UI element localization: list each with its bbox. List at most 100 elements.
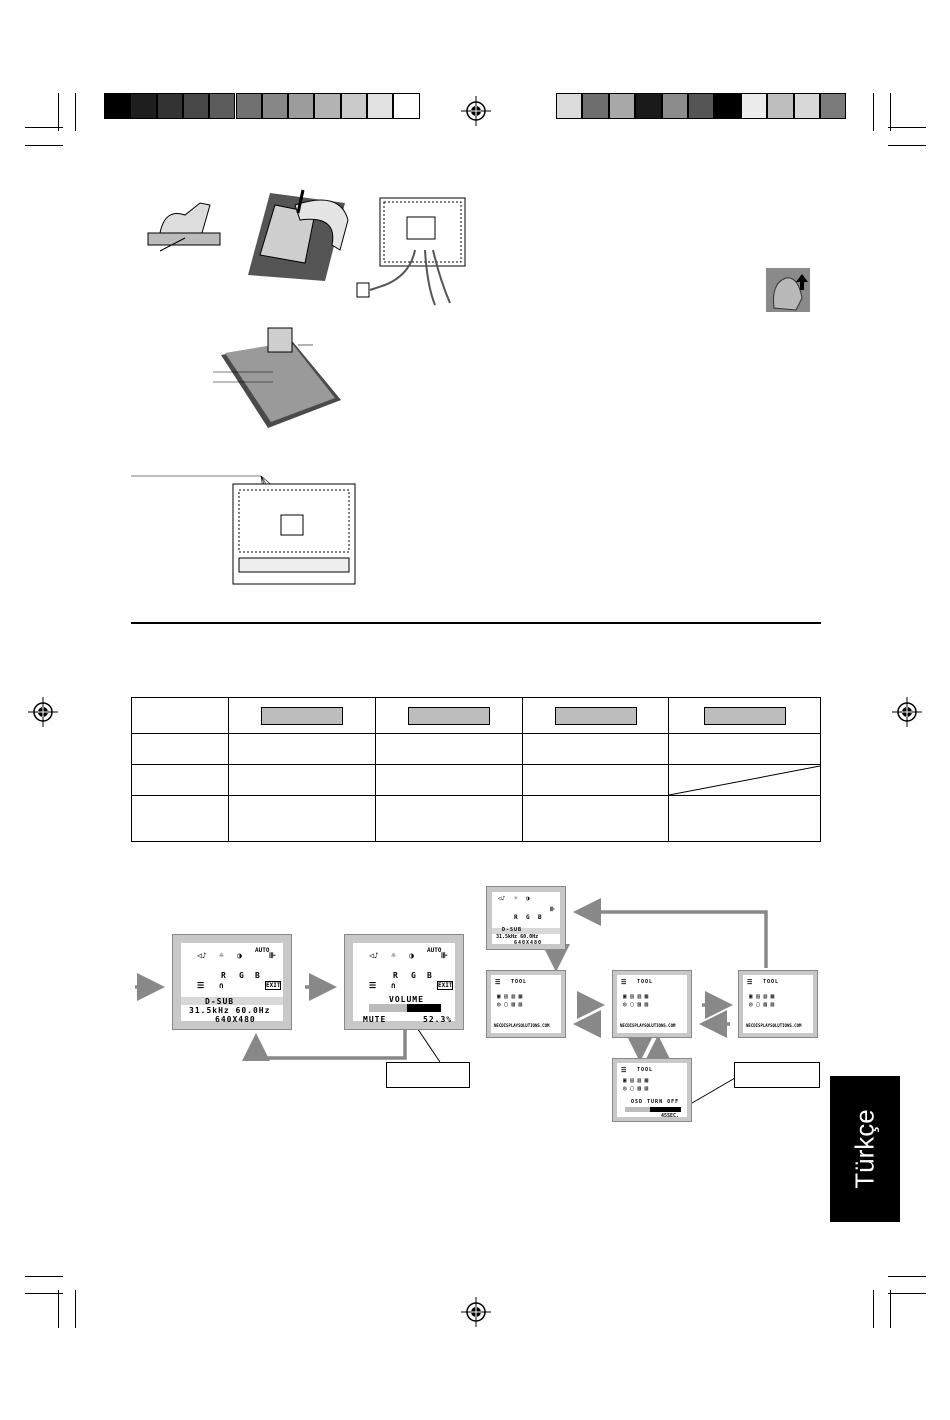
table-cell — [130, 795, 230, 842]
osd-frequency: 31.5kHz 60.0Hz — [189, 1006, 271, 1015]
crop-mark — [888, 1276, 926, 1277]
volume-slider — [369, 1004, 441, 1012]
osd-volume-value: 52.3% — [423, 1015, 453, 1024]
tool-options-icons: ◎ ▢ ▧ ▨ — [623, 1085, 649, 1092]
monitor-rear-cable-illustration — [356, 197, 466, 306]
contrast-icon: ◑ — [237, 951, 242, 960]
osd-volume-title: VOLUME — [389, 995, 424, 1004]
rgb-b-label: B — [427, 971, 432, 980]
color-swatch — [582, 93, 609, 119]
speaker-icon: ◁♪ — [369, 951, 379, 960]
tool-icon: ☰ — [495, 979, 501, 986]
color-swatch — [635, 93, 662, 119]
color-swatch — [767, 93, 794, 119]
tool-icon: ☰ — [369, 981, 377, 990]
rgb-g-label: G — [411, 971, 416, 980]
osd-turnoff-callout-box — [734, 1062, 820, 1088]
language-tab-label: Türkçe — [849, 1109, 880, 1189]
crop-mark — [873, 93, 874, 131]
crop-mark — [890, 1290, 891, 1328]
tool-icon: ☰ — [621, 1067, 627, 1074]
osd-turnoff-slider — [625, 1107, 681, 1112]
stand-removal-illustration — [248, 189, 349, 281]
registration-mark-icon — [461, 96, 491, 126]
speaker-icon: ◁♪ — [498, 895, 506, 902]
color-swatch — [661, 93, 688, 119]
diagonal-strike — [669, 765, 821, 796]
rgb-g-label: G — [239, 971, 244, 980]
brightness-icon: ☼ — [219, 951, 224, 960]
color-swatch — [104, 93, 131, 119]
position-icon: ⊪ — [441, 951, 448, 960]
rgb-g-label: G — [526, 914, 530, 921]
color-swatch — [793, 93, 820, 119]
control-button — [261, 706, 344, 725]
tool-icon: ☰ — [621, 979, 627, 986]
table-cell — [228, 733, 377, 765]
brightness-icon: ☼ — [391, 951, 396, 960]
table-cell — [668, 795, 821, 842]
crop-mark — [888, 145, 926, 146]
crop-mark — [25, 127, 63, 128]
rgb-r-label: R — [393, 971, 398, 980]
color-swatch — [556, 93, 583, 119]
rgb-r-label: R — [221, 971, 226, 980]
control-button — [407, 706, 490, 725]
osd-tool-title: TOOL — [511, 979, 528, 985]
headphone-icon: ∩ — [391, 981, 396, 990]
osd-turnoff-label: OSD TURN OFF — [631, 1099, 680, 1105]
color-swatch — [314, 93, 341, 119]
color-swatch — [740, 93, 768, 119]
crop-mark — [58, 1290, 59, 1328]
osd-tool-title: TOOL — [637, 979, 654, 985]
osd-tool-title: TOOL — [763, 979, 780, 985]
registration-mark-icon — [892, 697, 922, 727]
color-swatch — [820, 93, 847, 119]
crop-mark — [75, 93, 76, 131]
osd-turnoff-screen: ☰ TOOL ▣ ▤ ▥ ▦ ◎ ▢ ▧ ▨ OSD TURN OFF 45SE… — [612, 1058, 692, 1122]
auto-icon: AUTO — [255, 947, 270, 954]
crop-mark — [890, 93, 891, 131]
tool-options-icons: ▣ ▤ ▥ ▦ — [749, 993, 775, 1000]
language-tab: Türkçe — [830, 1076, 900, 1222]
exit-icon: EXIT — [265, 981, 282, 990]
osd-tool-screen-2: ☰ TOOL ▣ ▤ ▥ ▦ ◎ ▢ ▧ ▨ NECDISPLAYSOLUTIO… — [612, 970, 692, 1038]
osd-tool-screen-1: ☰ TOOL ▣ ▤ ▥ ▦ ◎ ▢ ▧ ▨ NECDISPLAYSOLUTIO… — [486, 970, 566, 1038]
rgb-r-label: R — [514, 914, 518, 921]
table-cell — [668, 697, 821, 734]
tool-options-icons: ▣ ▤ ▥ ▦ — [623, 1077, 649, 1084]
crop-mark — [75, 1290, 76, 1328]
color-swatch — [261, 93, 289, 119]
color-swatch — [156, 93, 183, 119]
color-swatch — [340, 93, 367, 119]
table-cell — [228, 697, 377, 734]
color-swatch — [130, 93, 157, 119]
table-cell — [521, 795, 670, 842]
osd-resolution: 640X480 — [215, 1015, 256, 1024]
tool-icon: ☰ — [197, 981, 205, 990]
registration-mark-icon — [28, 697, 58, 727]
table-cell — [130, 697, 230, 734]
osd-input-name: D-SUB — [502, 927, 523, 933]
osd-mute-label: MUTE — [363, 1015, 387, 1024]
tool-options-icons: ◎ ▢ ▧ ▨ — [497, 1001, 523, 1008]
osd-website: NECDISPLAYSOLUTIONS.COM — [620, 1023, 676, 1028]
hand-cable-clip-illustration — [766, 268, 810, 312]
tool-options-icons: ◎ ▢ ▧ ▨ — [623, 1001, 649, 1008]
osd-resolution: 640X480 — [514, 940, 543, 946]
color-swatch — [393, 93, 420, 119]
color-swatch — [367, 93, 394, 119]
tool-icon: ☰ — [747, 979, 753, 986]
table-cell — [375, 764, 523, 796]
osd-tool-screen-3: ☰ TOOL ▣ ▤ ▥ ▦ ◎ ▢ ▧ ▨ NECDISPLAYSOLUTIO… — [738, 970, 818, 1038]
exit-icon: EXIT — [437, 981, 454, 990]
position-icon: ⊪ — [550, 906, 556, 913]
speaker-icon: ◁♪ — [197, 951, 207, 960]
crop-mark — [25, 1276, 63, 1277]
volume-callout-box — [386, 1062, 470, 1088]
crop-mark — [888, 1293, 926, 1294]
crop-mark — [58, 93, 59, 131]
contrast-icon: ◑ — [526, 895, 530, 902]
table-cell-na — [668, 764, 821, 796]
